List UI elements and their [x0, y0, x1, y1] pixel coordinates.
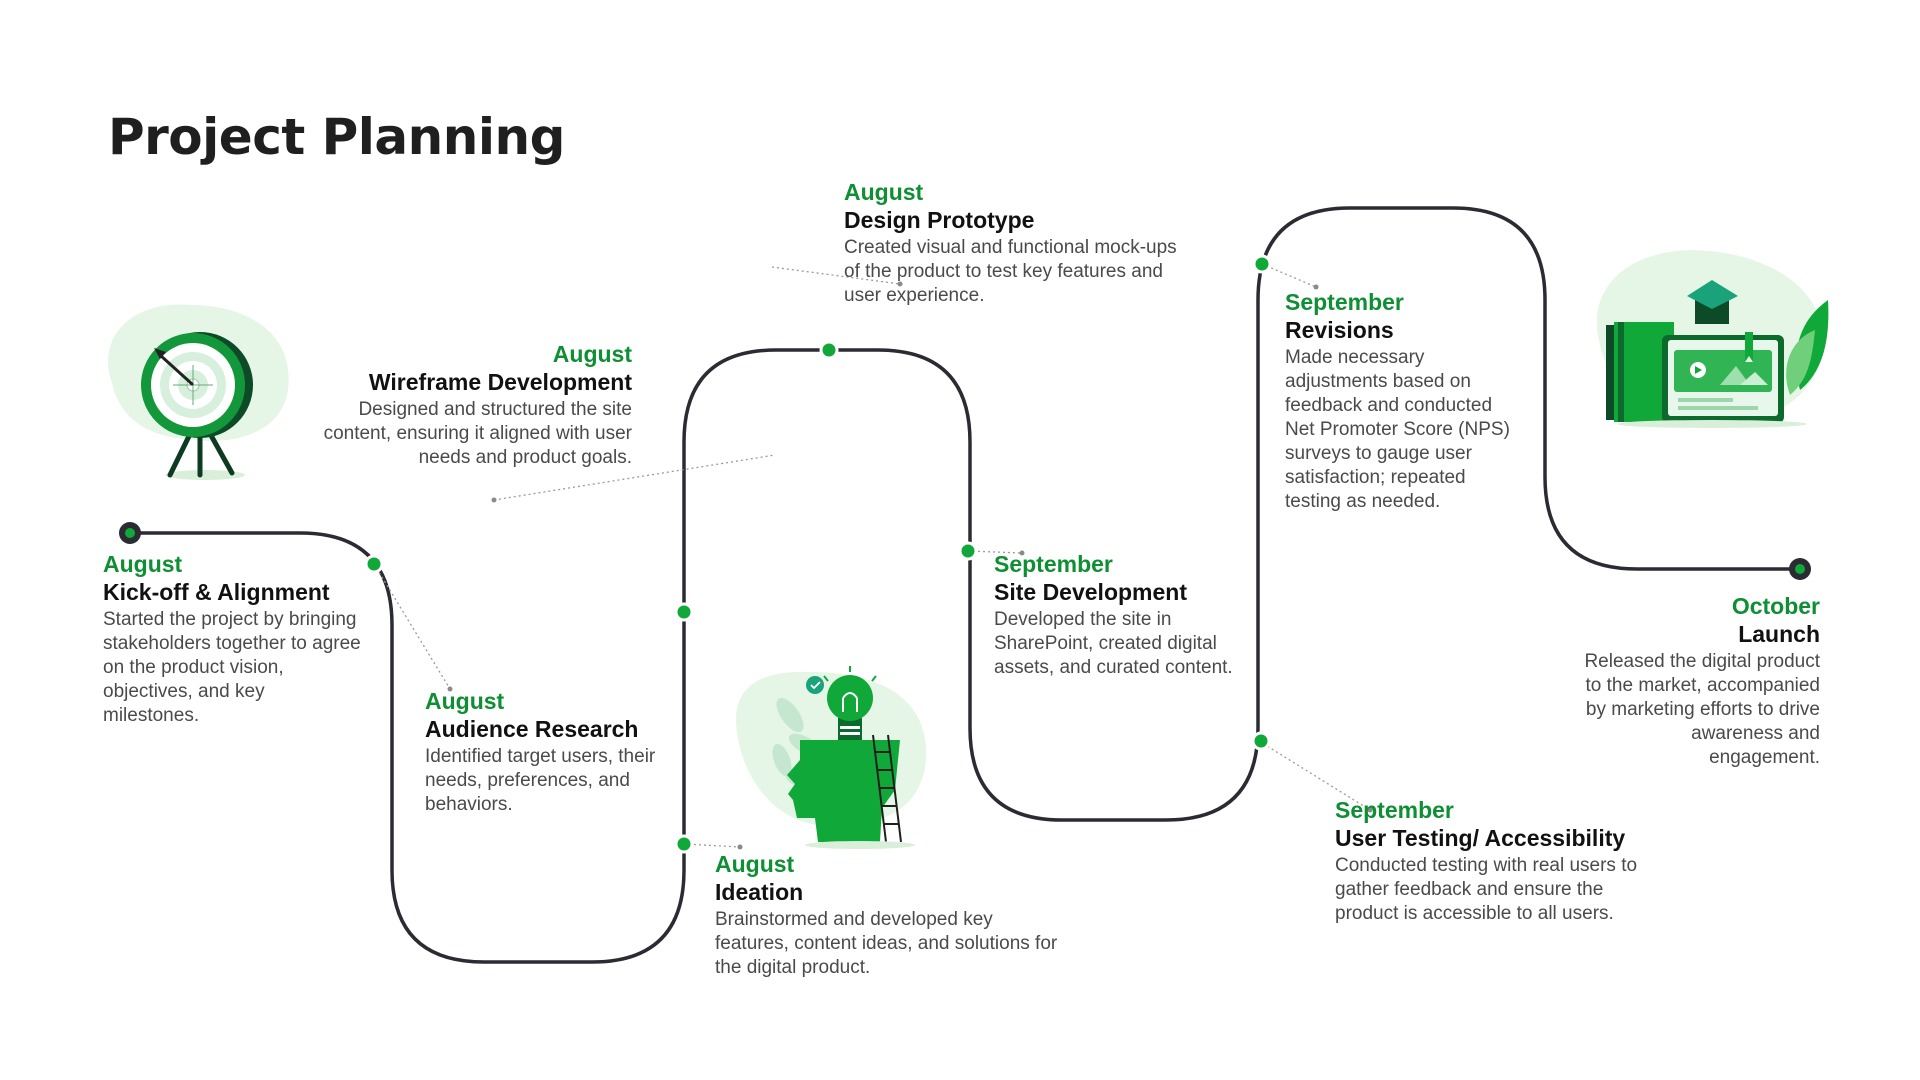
step-month: August [103, 551, 183, 577]
milestone-node-site-development [958, 541, 978, 561]
step-month: September [994, 551, 1113, 577]
leader-line-prototype [771, 266, 901, 285]
step-description: Created visual and functional mock-ups o… [844, 237, 1177, 306]
education-laptop-illustration-icon [1596, 250, 1829, 428]
step-description: Designed and structured the site content… [323, 399, 632, 468]
step-title: Revisions [1285, 317, 1394, 343]
leader-line-ends [447, 281, 1373, 850]
step-title: Design Prototype [844, 207, 1035, 233]
milestone-node-prototype [819, 340, 839, 360]
step-title: Audience Research [425, 716, 639, 742]
step-wireframe-development: August Wireframe Development Designed an… [300, 340, 632, 470]
step-title: Launch [1738, 621, 1820, 647]
step-description: Developed the site in SharePoint, create… [994, 609, 1233, 678]
step-description: Made necessary adjustments based on feed… [1285, 347, 1510, 512]
leader-lines [373, 263, 1371, 848]
step-month: August [425, 688, 505, 714]
step-title: User Testing/ Accessibility [1335, 825, 1626, 851]
timeline-path [128, 206, 1802, 964]
milestone-node-wireframe [674, 602, 694, 622]
step-description: Released the digital product to the mark… [1584, 651, 1820, 768]
step-ideation: August Ideation Brainstormed and develop… [715, 850, 1060, 980]
leader-line-site-development [967, 550, 1023, 554]
step-month: August [844, 179, 924, 205]
milestone-nodes [364, 254, 1272, 854]
leader-line-audience [373, 563, 451, 690]
step-description: Brainstormed and developed key features,… [715, 909, 1058, 978]
step-kickoff: August Kick-off & Alignment Started the … [103, 550, 363, 728]
step-month: August [715, 851, 795, 877]
step-audience-research: August Audience Research Identified targ… [425, 687, 675, 817]
page-title: Project Planning [108, 108, 565, 166]
step-title: Site Development [994, 579, 1187, 605]
step-month: August [552, 341, 632, 367]
step-design-prototype: August Design Prototype Created visual a… [844, 178, 1179, 308]
leader-line-ideation [683, 843, 741, 848]
step-revisions: September Revisions Made necessary adjus… [1285, 288, 1510, 514]
milestone-node-revisions [1252, 254, 1272, 274]
step-title: Ideation [715, 879, 804, 905]
timeline-end-node-core [1795, 564, 1805, 574]
step-description: Identified target users, their needs, pr… [425, 746, 656, 815]
milestone-node-kickoff [364, 554, 384, 574]
step-launch: October Launch Released the digital prod… [1580, 592, 1820, 770]
step-site-development: September Site Development Developed the… [994, 550, 1239, 680]
milestone-node-user-testing [1251, 731, 1271, 751]
step-description: Conducted testing with real users to gat… [1335, 855, 1638, 924]
milestone-node-ideation [674, 834, 694, 854]
target-illustration-icon [108, 304, 289, 480]
step-month: October [1731, 593, 1820, 619]
step-user-testing: September User Testing/ Accessibility Co… [1335, 796, 1655, 926]
step-title: Kick-off & Alignment [103, 579, 330, 605]
step-title: Wireframe Development [368, 369, 632, 395]
timeline-start-node-core [125, 528, 135, 538]
step-month: September [1335, 797, 1454, 823]
step-description: Started the project by bringing stakehol… [103, 609, 361, 726]
lightbulb-head-illustration-icon [735, 666, 927, 849]
leader-line-user-testing [1258, 740, 1371, 811]
step-month: September [1285, 289, 1404, 315]
